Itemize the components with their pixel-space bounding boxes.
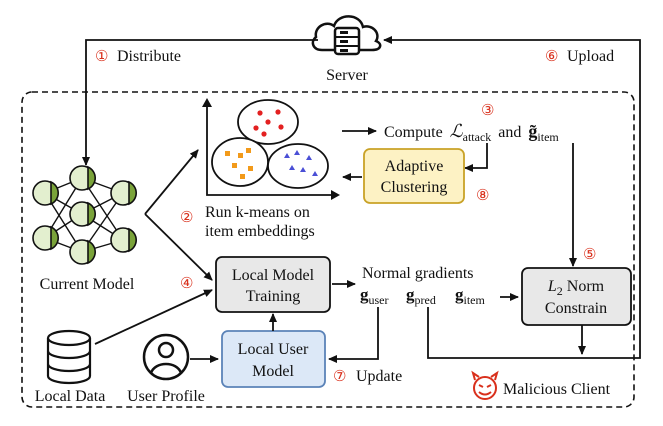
step8-number: ⑧ xyxy=(476,188,489,204)
distribute-arrow xyxy=(82,39,318,166)
gpred-to-upload-line xyxy=(427,307,582,359)
current-model-label: Current Model xyxy=(40,276,135,293)
step1-label: Distribute xyxy=(117,48,181,65)
gradient-pred: gpred xyxy=(406,285,436,307)
adaptive-clustering-line2: Clustering xyxy=(381,179,448,196)
step7-label: Update xyxy=(356,368,402,385)
gradient-item: gitem xyxy=(455,285,485,307)
norm-constrain-box xyxy=(521,267,632,326)
database-icon xyxy=(46,329,92,385)
local-user-line1: Local User xyxy=(238,341,309,358)
malicious-client-boundary xyxy=(21,91,635,408)
update-arrow xyxy=(328,307,379,363)
model-to-kmeans-arrow xyxy=(144,149,199,215)
step6-label: Upload xyxy=(567,48,614,65)
step5-number: ⑤ xyxy=(583,247,596,263)
step1-number: ① xyxy=(95,49,108,65)
devil-face-icon xyxy=(471,370,499,400)
gradients-title: Normal gradients xyxy=(362,265,474,282)
compute-to-clustering-arrow xyxy=(464,143,488,172)
gradient-user: guser xyxy=(360,285,389,307)
local-data-label: Local Data xyxy=(35,388,106,405)
model-to-training-arrow xyxy=(144,213,213,281)
step2-line2: item embeddings xyxy=(205,223,315,240)
server-cloud-icon xyxy=(311,15,382,56)
norm-line1: L2 Norm xyxy=(547,278,605,298)
local-user-line2: Model xyxy=(252,363,294,380)
local-model-training-box xyxy=(215,256,331,313)
norm-line2: Constrain xyxy=(545,300,607,317)
step4-number: ④ xyxy=(180,276,193,292)
step2-line1: Run k-means on xyxy=(205,204,310,221)
step2-number: ② xyxy=(180,210,193,226)
step6-number: ⑥ xyxy=(545,49,558,65)
malicious-client-label: Malicious Client xyxy=(503,381,611,398)
step7-number: ⑦ xyxy=(333,369,346,385)
upload-arrow xyxy=(383,36,641,359)
adaptive-clustering-line1: Adaptive xyxy=(385,158,444,175)
adaptive-clustering-box xyxy=(363,148,465,204)
step3-number: ③ xyxy=(481,103,494,119)
data-to-training-arrow xyxy=(94,289,213,345)
user-profile-label: User Profile xyxy=(127,388,205,405)
cluster-plot xyxy=(202,98,340,200)
server-label: Server xyxy=(326,67,368,84)
local-training-line1: Local Model xyxy=(232,267,315,284)
current-model-network-icon xyxy=(32,165,137,265)
user-profile-icon xyxy=(142,333,190,381)
compute-text: Compute ℒattack and g̃item xyxy=(384,121,559,145)
local-training-line2: Training xyxy=(246,288,301,305)
